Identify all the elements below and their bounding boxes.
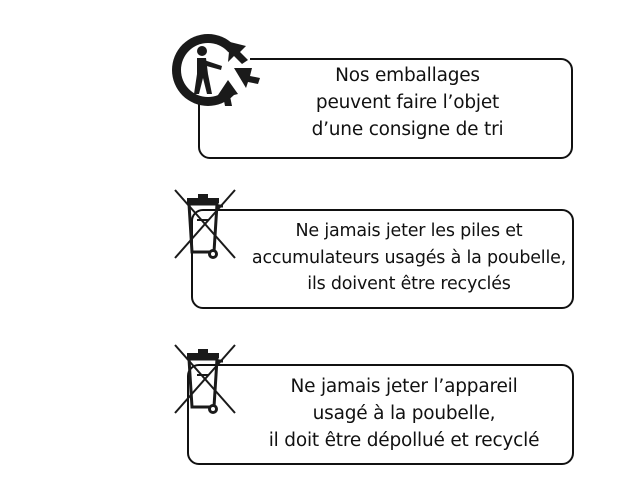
notice-frame — [198, 58, 573, 159]
notice-line: Ne jamais jeter l’appareil — [290, 376, 518, 397]
notice-line: il doit être dépollué et recyclé — [268, 430, 540, 451]
notice-line: ils doivent être recyclés — [307, 274, 511, 294]
notice-line: d’une consigne de tri — [311, 119, 504, 140]
battery-disposal-notice: Ne jamais jeter les piles et accumulateu… — [0, 180, 640, 315]
triman-icon — [168, 28, 268, 112]
notice-text: Ne jamais jeter l’appareil usagé à la po… — [234, 373, 574, 454]
notice-frame — [191, 209, 574, 309]
appliance-disposal-notice: Ne jamais jeter l’appareil usagé à la po… — [0, 335, 640, 475]
crossed-out-wheelie-bin-icon — [167, 339, 243, 419]
sorting-notice: Nos emballages peuvent faire l’objet d’u… — [0, 0, 640, 165]
notice-line: Nos emballages — [335, 65, 480, 86]
notice-frame — [187, 364, 574, 465]
crossed-out-wheelie-bin-icon — [167, 184, 243, 264]
notice-line: Ne jamais jeter les piles et — [295, 221, 523, 241]
notice-line: peuvent faire l’objet — [315, 92, 500, 113]
notice-line: usagé à la poubelle, — [312, 403, 496, 424]
notice-line: accumulateurs usagés à la poubelle, — [251, 247, 567, 268]
notice-text: Ne jamais jeter les piles et accumulateu… — [240, 218, 578, 298]
notice-text: Nos emballages peuvent faire l’objet d’u… — [245, 62, 570, 143]
